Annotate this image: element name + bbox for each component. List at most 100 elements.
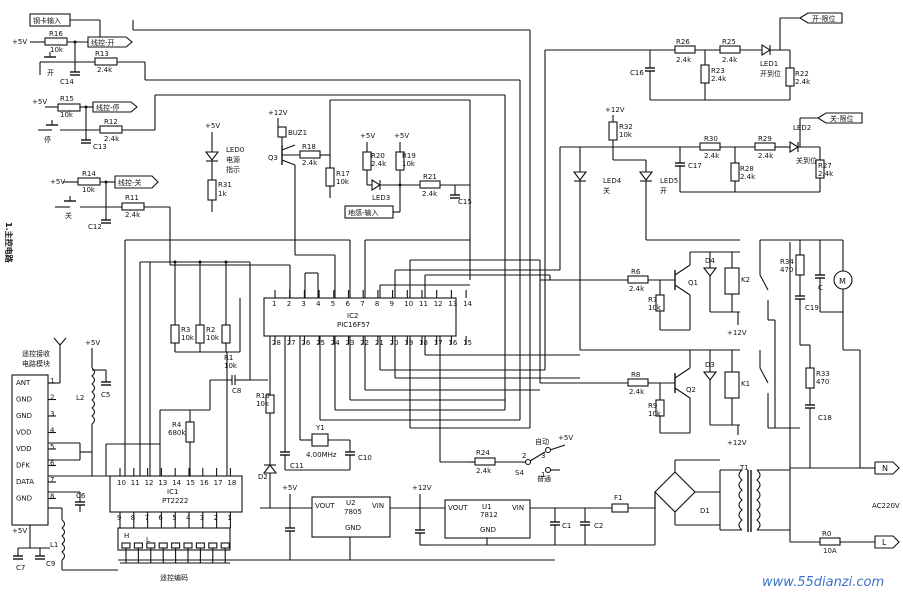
svg-text:R8: R8: [631, 371, 640, 379]
svg-text:C14: C14: [60, 78, 74, 86]
svg-text:关到位: 关到位: [796, 156, 817, 165]
svg-text:+5V: +5V: [12, 527, 27, 535]
svg-text:C7: C7: [16, 564, 25, 572]
module-pin-label: GND: [16, 412, 32, 420]
svg-text:电路模块: 电路模块: [22, 359, 50, 368]
svg-text:C8: C8: [232, 387, 241, 395]
svg-text:2: 2: [522, 452, 526, 460]
svg-text:指示: 指示: [226, 165, 240, 174]
svg-text:2.4k: 2.4k: [104, 135, 120, 143]
pin-number: 14: [172, 479, 181, 487]
svg-text:GND: GND: [345, 524, 361, 532]
module-pin-number: 7: [50, 476, 54, 484]
pin-number: 15: [186, 479, 195, 487]
svg-text:VOUT: VOUT: [315, 502, 335, 510]
svg-text:R29: R29: [758, 135, 772, 143]
pin-number: 12: [434, 300, 443, 308]
relay-driver-block: LED4 关 LED5 开 R6 2.4k R7 10k Q1 D4: [540, 159, 750, 447]
svg-text:LED1: LED1: [760, 60, 778, 68]
pin-number: 1: [227, 514, 231, 522]
y1-label: Y1: [315, 424, 325, 432]
label-line-stop: 线控-停: [96, 103, 120, 112]
pin-number: 6: [346, 300, 351, 308]
svg-text:2.4k: 2.4k: [97, 66, 113, 74]
pin-number: 27: [287, 339, 296, 347]
t1-label: T1: [739, 464, 749, 472]
svg-text:C1: C1: [562, 522, 571, 530]
sw-open-label: 开: [47, 69, 54, 77]
pin-number: 16: [448, 339, 457, 347]
f1-label: F1: [614, 494, 622, 502]
svg-text:R16: R16: [49, 30, 63, 38]
svg-text:IC2: IC2: [347, 312, 358, 320]
svg-text:S4: S4: [515, 469, 524, 477]
svg-text:U2: U2: [346, 499, 356, 507]
svg-text:+5V: +5V: [360, 132, 375, 140]
pin-number: 4: [316, 300, 321, 308]
svg-text:C11: C11: [290, 462, 304, 470]
svg-text:C9: C9: [46, 560, 55, 568]
svg-text:LED4: LED4: [603, 177, 622, 185]
q3-label: Q3: [268, 154, 278, 162]
svg-text:+5V: +5V: [205, 122, 220, 130]
svg-text:+12V: +12V: [268, 109, 288, 117]
pin-number: 5: [172, 514, 176, 522]
svg-text:D2: D2: [258, 473, 268, 481]
module-pin-number: 1: [50, 377, 54, 385]
svg-text:IC1: IC1: [167, 488, 178, 496]
pin-number: 16: [200, 479, 209, 487]
svg-text:10k: 10k: [619, 131, 633, 139]
pin-number: 10: [117, 479, 126, 487]
encode-label: 遥控编码: [160, 573, 188, 582]
watermark: www.55dianzi.com: [762, 575, 884, 590]
dip-cell: [195, 542, 205, 549]
svg-text:R14: R14: [82, 170, 96, 178]
pin-number: 12: [145, 479, 154, 487]
module-pin-number: 8: [50, 493, 54, 501]
y1-freq: 4.00MHz: [306, 451, 337, 459]
module-pin-label: VDD: [16, 445, 32, 453]
svg-text:K1: K1: [741, 380, 750, 388]
pin-number: 7: [145, 514, 149, 522]
ground-input-block: +5V +5V R20 2.4k R19 10k LED3 R21 2.4k C…: [344, 132, 472, 219]
dip-cell: [133, 542, 143, 549]
pin-number: 9: [390, 300, 394, 308]
svg-text:LED0: LED0: [226, 146, 244, 154]
dip-cell: [121, 542, 131, 549]
svg-text:2.4k: 2.4k: [125, 211, 141, 219]
pin-number: 7: [360, 300, 364, 308]
pin-number: 8: [375, 300, 379, 308]
pin-number: 13: [448, 300, 457, 308]
svg-text:2.4k: 2.4k: [704, 152, 720, 160]
svg-text:R17: R17: [336, 170, 350, 178]
svg-text:R30: R30: [704, 135, 718, 143]
svg-text:2.4k: 2.4k: [676, 56, 692, 64]
svg-text:C15: C15: [458, 198, 472, 206]
label-close-limit: 关-限位: [830, 114, 854, 123]
svg-text:R15: R15: [60, 95, 74, 103]
pin-number: 20: [390, 339, 399, 347]
svg-text:680k: 680k: [168, 429, 186, 437]
svg-text:+5V: +5V: [394, 132, 409, 140]
svg-text:10k: 10k: [181, 334, 195, 342]
module-pin-label: GND: [16, 396, 32, 404]
section-title: 1.主控电路: [4, 222, 14, 264]
label-n: N: [882, 464, 888, 473]
svg-text:R10: R10: [256, 392, 270, 400]
pin-number: 8: [131, 514, 135, 522]
svg-text:10k: 10k: [648, 410, 662, 418]
svg-text:R6: R6: [631, 268, 641, 276]
v5-close: +5V: [50, 178, 65, 186]
svg-text:自动: 自动: [535, 437, 549, 446]
svg-text:470: 470: [780, 266, 793, 274]
label-open-limit: 开-限位: [812, 14, 836, 23]
pin-number: 10: [404, 300, 413, 308]
svg-text:C13: C13: [93, 143, 107, 151]
pin-number: 9: [117, 514, 121, 522]
pin-number: 5: [331, 300, 335, 308]
label-l: L: [882, 538, 887, 547]
svg-text:R25: R25: [722, 38, 736, 46]
svg-text:10k: 10k: [82, 186, 96, 194]
svg-text:L1: L1: [50, 541, 58, 549]
